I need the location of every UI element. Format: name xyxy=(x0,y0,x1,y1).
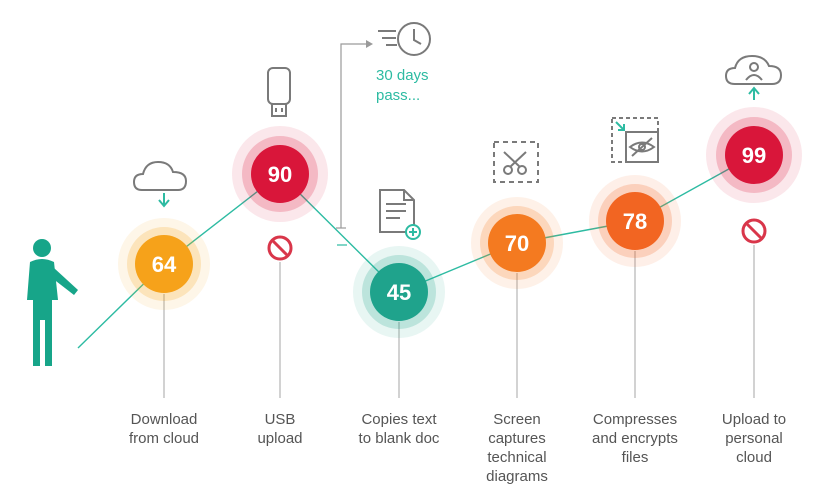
score-value: 99 xyxy=(742,143,766,168)
score-circle xyxy=(725,126,783,184)
score-value: 64 xyxy=(152,252,177,277)
time-gap-bracket xyxy=(336,40,373,246)
new-document-icon xyxy=(379,189,421,240)
score-circle xyxy=(488,214,546,272)
encrypt-file-icon xyxy=(611,117,659,163)
drop-lines xyxy=(163,245,755,398)
clock-icon xyxy=(378,22,431,56)
step-label-screen-captures: Screen captures technical diagrams xyxy=(486,411,548,485)
step-node-4: 70 xyxy=(471,197,563,289)
usb-drive-icon xyxy=(267,67,291,117)
blocked-icon-upload xyxy=(741,218,767,244)
step-label-compresses-encrypts: Compresses and encrypts files xyxy=(592,411,678,466)
step-node-5: 78 xyxy=(589,175,681,267)
step-node-2: 90 xyxy=(232,126,328,222)
score-value: 70 xyxy=(505,231,529,256)
score-value: 45 xyxy=(387,280,411,305)
score-circle xyxy=(251,145,309,203)
step-node-1: 64 xyxy=(118,218,210,310)
score-circle xyxy=(370,263,428,321)
screen-capture-icon xyxy=(493,141,539,183)
step-label-usb-upload: USB upload xyxy=(257,411,303,447)
step-node-6: 99 xyxy=(706,107,802,203)
step-label-copies-text: Copies text to blank doc xyxy=(358,411,440,447)
cloud-download-icon xyxy=(132,160,188,208)
blocked-icon-usb xyxy=(267,235,293,261)
step-label-download-from-cloud: Download from cloud xyxy=(128,411,200,447)
score-circle xyxy=(606,192,664,250)
score-value: 78 xyxy=(623,209,647,234)
cloud-upload-icon xyxy=(724,54,783,100)
person-icon xyxy=(27,239,78,366)
time-gap-note: 30 days pass... xyxy=(376,67,429,104)
score-value: 90 xyxy=(268,162,292,187)
score-circle xyxy=(135,235,193,293)
step-node-3: 45 xyxy=(353,246,445,338)
step-label-upload-personal-cloud: Upload to personal cloud xyxy=(721,411,787,466)
